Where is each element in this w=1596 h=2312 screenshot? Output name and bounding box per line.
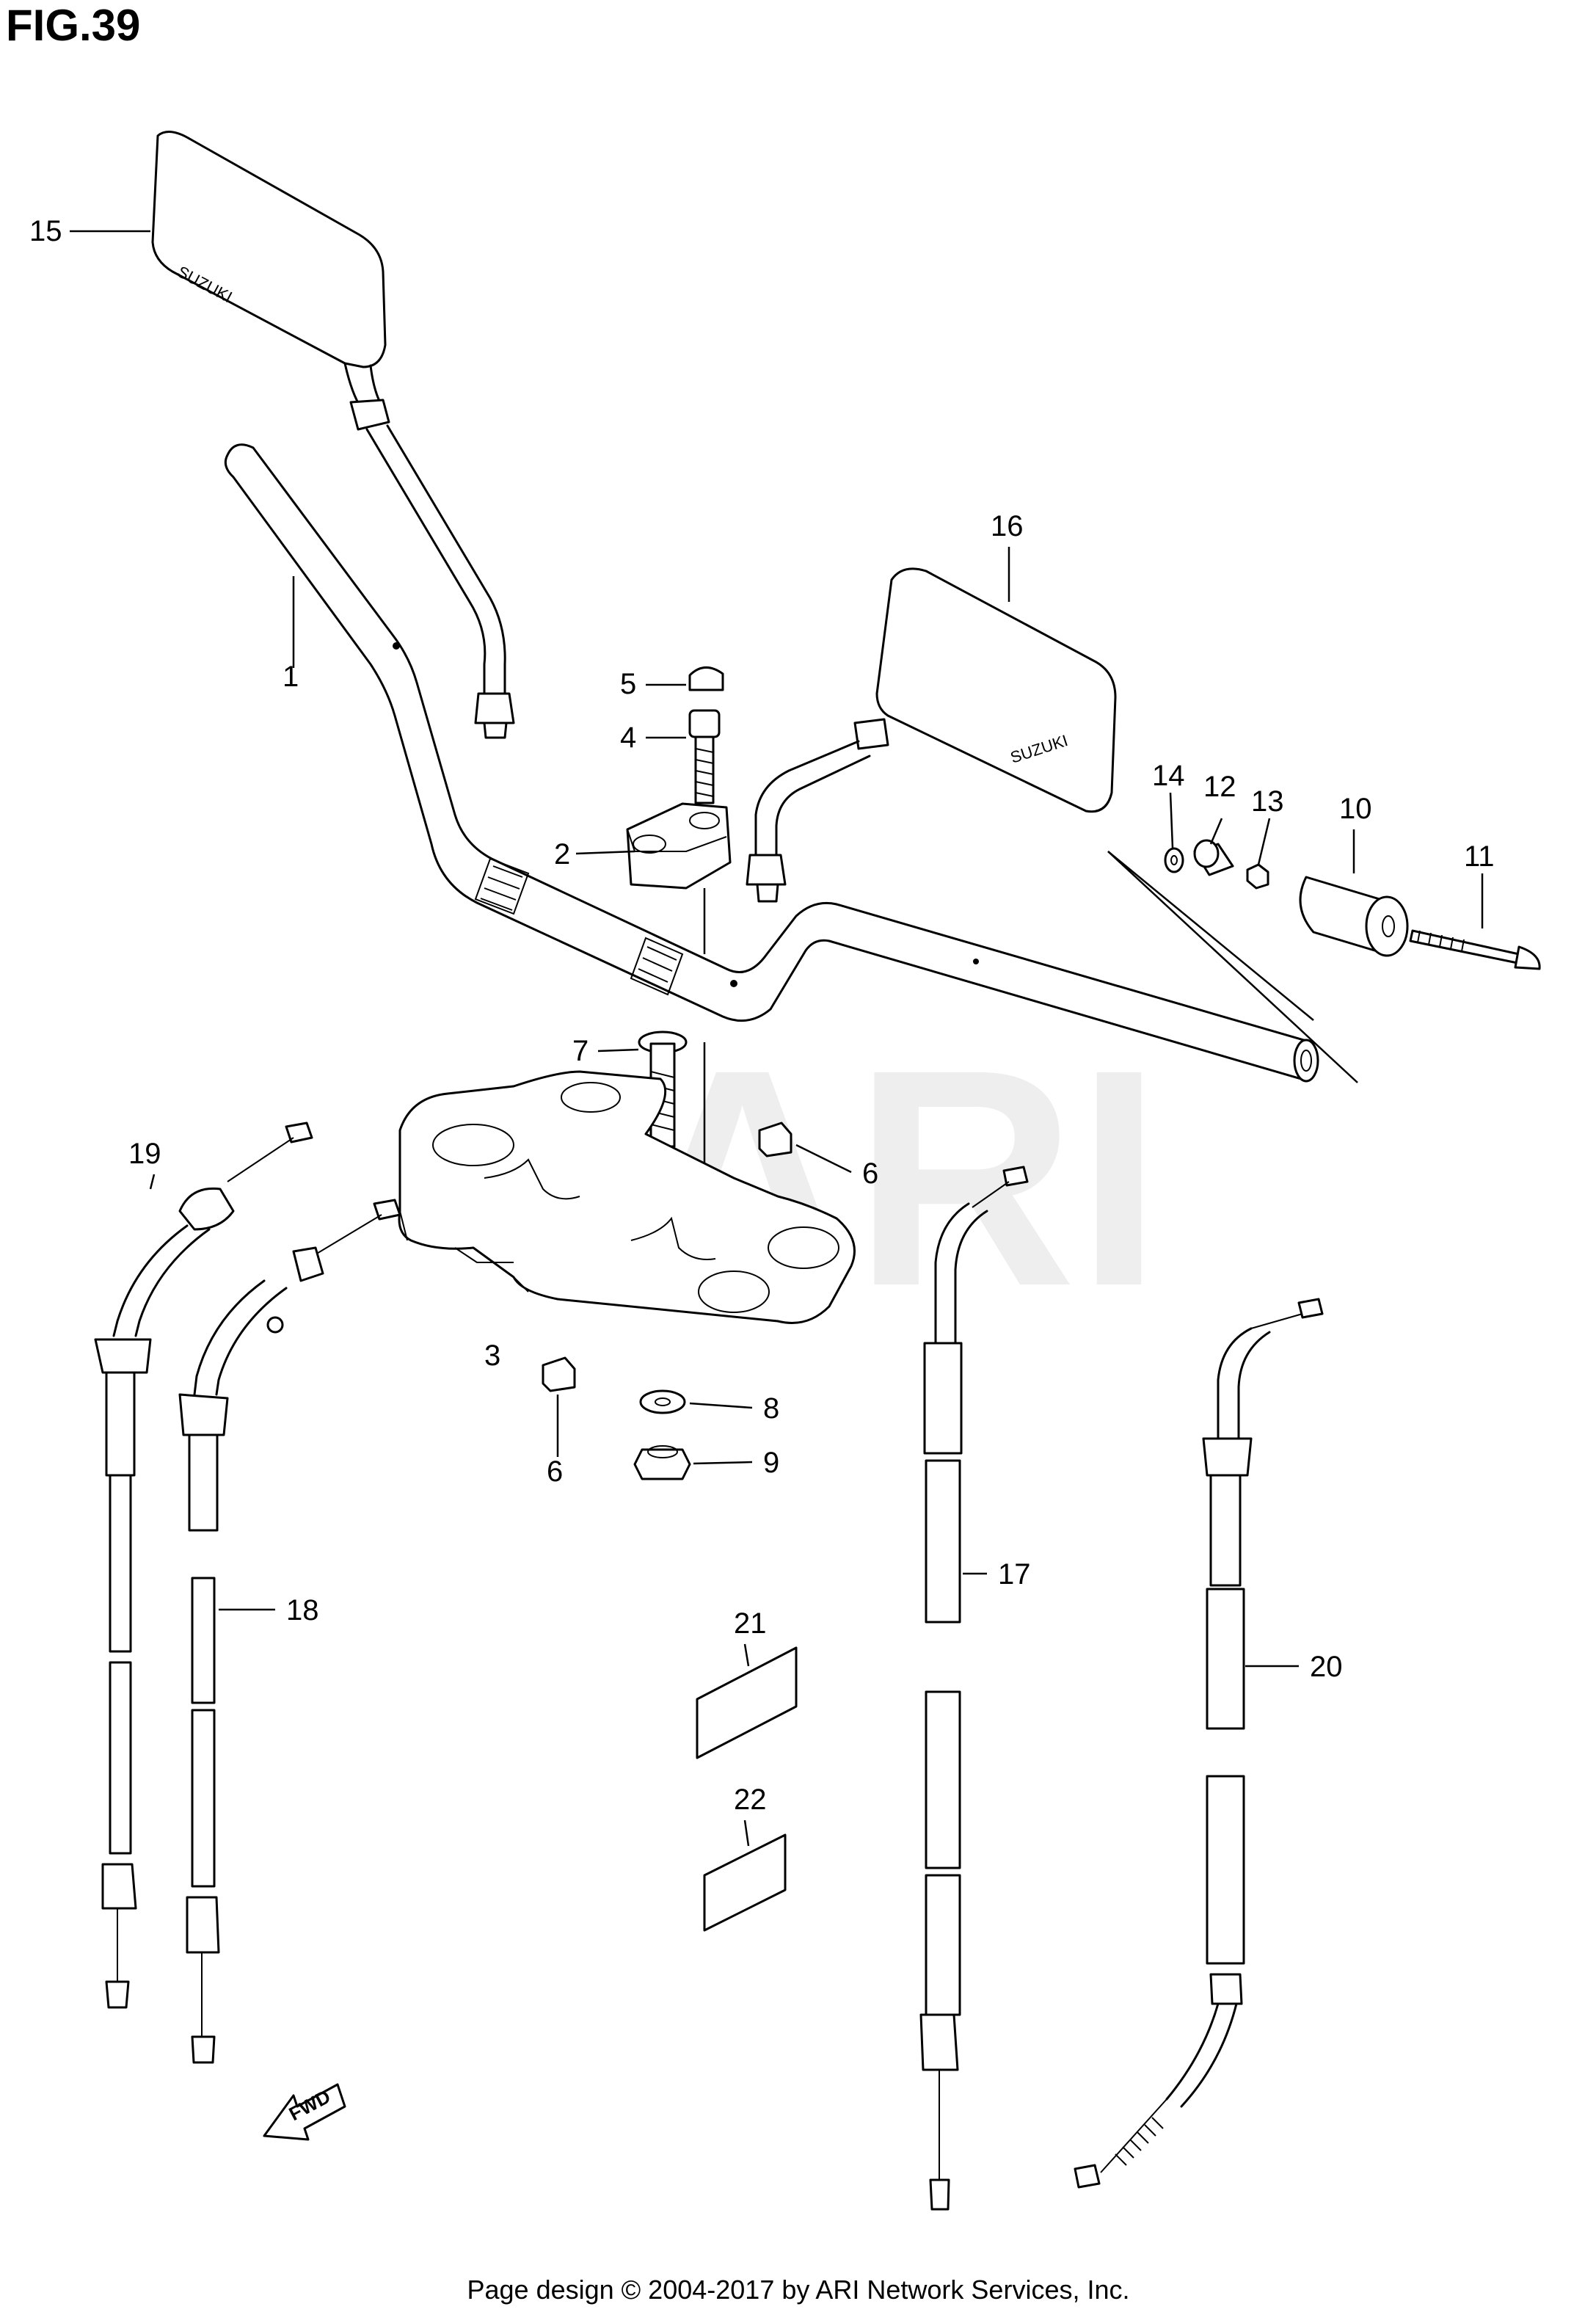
callout-13[interactable]: 13	[1251, 785, 1284, 818]
callout-1[interactable]: 1	[283, 661, 299, 693]
callout-16[interactable]: 16	[991, 510, 1024, 542]
part-18-cable[interactable]	[178, 1199, 401, 2064]
part-11-screw[interactable]	[1409, 929, 1541, 970]
part-9-nut[interactable]	[633, 1445, 691, 1480]
callout-11[interactable]: 11	[1464, 840, 1495, 873]
callout-20[interactable]: 20	[1310, 1651, 1343, 1683]
part-3-lower-holder[interactable]	[398, 1070, 856, 1324]
callout-7[interactable]: 7	[572, 1035, 589, 1067]
part-2-holder[interactable]	[626, 802, 732, 1182]
part-20-cable[interactable]	[1074, 1298, 1324, 2189]
callout-2[interactable]: 2	[554, 838, 570, 870]
callout-18[interactable]: 18	[286, 1594, 319, 1626]
footer-copyright: Page design © 2004-2017 by ARI Network S…	[467, 2275, 1129, 2305]
part-4-bolt[interactable]	[688, 709, 721, 804]
callout-10[interactable]: 10	[1339, 793, 1372, 825]
callout-19[interactable]: 19	[128, 1138, 161, 1170]
part-6-nut-lower[interactable]	[542, 1356, 576, 1392]
callout-6-upper[interactable]: 6	[862, 1157, 878, 1190]
part-8-washer[interactable]	[639, 1389, 686, 1414]
part-19-cable[interactable]	[94, 1122, 313, 2009]
callout-6-lower[interactable]: 6	[547, 1455, 563, 1488]
callout-21[interactable]: 21	[734, 1607, 767, 1640]
callout-17[interactable]: 17	[998, 1558, 1031, 1591]
callout-3[interactable]: 3	[484, 1339, 500, 1372]
part-13-nut[interactable]	[1246, 863, 1269, 890]
part-5-cap[interactable]	[688, 666, 724, 691]
callout-8[interactable]: 8	[763, 1392, 779, 1425]
fwd-arrow-icon: FWD	[263, 2083, 346, 2141]
callout-9[interactable]: 9	[763, 1447, 779, 1479]
callout-leaders	[70, 230, 1484, 1847]
part-21-label[interactable]	[696, 1646, 798, 1759]
callout-22[interactable]: 22	[734, 1784, 767, 1816]
callout-12[interactable]: 12	[1203, 771, 1236, 803]
part-14-washer[interactable]	[1164, 847, 1184, 873]
callout-14[interactable]: 14	[1152, 760, 1185, 792]
callout-4[interactable]: 4	[620, 721, 636, 754]
figure-title: FIG.39	[6, 1, 140, 50]
part-15-left-mirror[interactable]: SUZUKI	[151, 131, 515, 739]
part-12-spacer[interactable]	[1193, 839, 1234, 876]
part-17-cable[interactable]	[919, 1166, 1029, 2211]
part-16-right-mirror[interactable]: SUZUKI	[746, 567, 1117, 903]
part-6-nut-upper[interactable]	[758, 1122, 792, 1157]
part-22-label[interactable]	[703, 1833, 787, 1932]
part-10-bar-end-weight[interactable]	[1299, 876, 1409, 957]
callout-5[interactable]: 5	[620, 668, 636, 700]
part-1-handlebar[interactable]	[224, 443, 1358, 1083]
callout-15[interactable]: 15	[29, 215, 62, 247]
